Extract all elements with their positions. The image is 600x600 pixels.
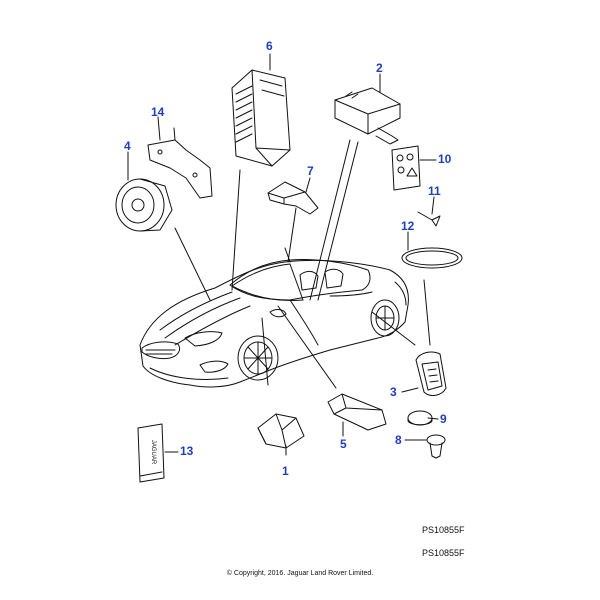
callout-2: 2 bbox=[376, 61, 383, 75]
part-1-bracket bbox=[257, 413, 305, 449]
callout-6: 6 bbox=[266, 39, 273, 53]
callout-11: 11 bbox=[428, 184, 441, 198]
callout-13: 13 bbox=[180, 444, 194, 458]
callout-8: 8 bbox=[395, 433, 402, 447]
part-6-control-module bbox=[231, 69, 291, 167]
figure-reference-top: PS10855F bbox=[422, 525, 465, 535]
part-8-clip bbox=[426, 434, 446, 459]
part-5-bracket bbox=[327, 393, 387, 431]
callout-1: 1 bbox=[282, 464, 289, 478]
fob-brand-text: JAGUAR bbox=[150, 440, 156, 465]
callout-12: 12 bbox=[401, 219, 415, 233]
callout-3: 3 bbox=[390, 385, 397, 399]
figure-reference-bottom: PS10855F bbox=[422, 548, 465, 558]
part-12-ring bbox=[401, 247, 463, 269]
part-3-key-fob bbox=[415, 351, 447, 396]
car-illustration bbox=[139, 259, 409, 388]
callout-ticks bbox=[127, 53, 439, 456]
leader-lines bbox=[174, 139, 431, 389]
callout-4: 4 bbox=[124, 139, 131, 153]
callout-5: 5 bbox=[340, 437, 347, 451]
part-2-receiver-module bbox=[334, 87, 401, 145]
part-7-key-slot bbox=[267, 181, 319, 215]
copyright-notice: © Copyright, 2016. Jaguar Land Rover Lim… bbox=[226, 570, 374, 577]
part-13-fob bbox=[137, 423, 165, 483]
callout-7: 7 bbox=[307, 164, 314, 178]
part-11-pin bbox=[417, 211, 441, 227]
part-4-siren bbox=[115, 178, 173, 232]
part-14-bracket bbox=[147, 127, 213, 199]
part-10-switch-panel bbox=[391, 145, 421, 191]
callout-10: 10 bbox=[438, 152, 452, 166]
callout-14: 14 bbox=[151, 105, 165, 119]
callout-9: 9 bbox=[440, 412, 447, 426]
